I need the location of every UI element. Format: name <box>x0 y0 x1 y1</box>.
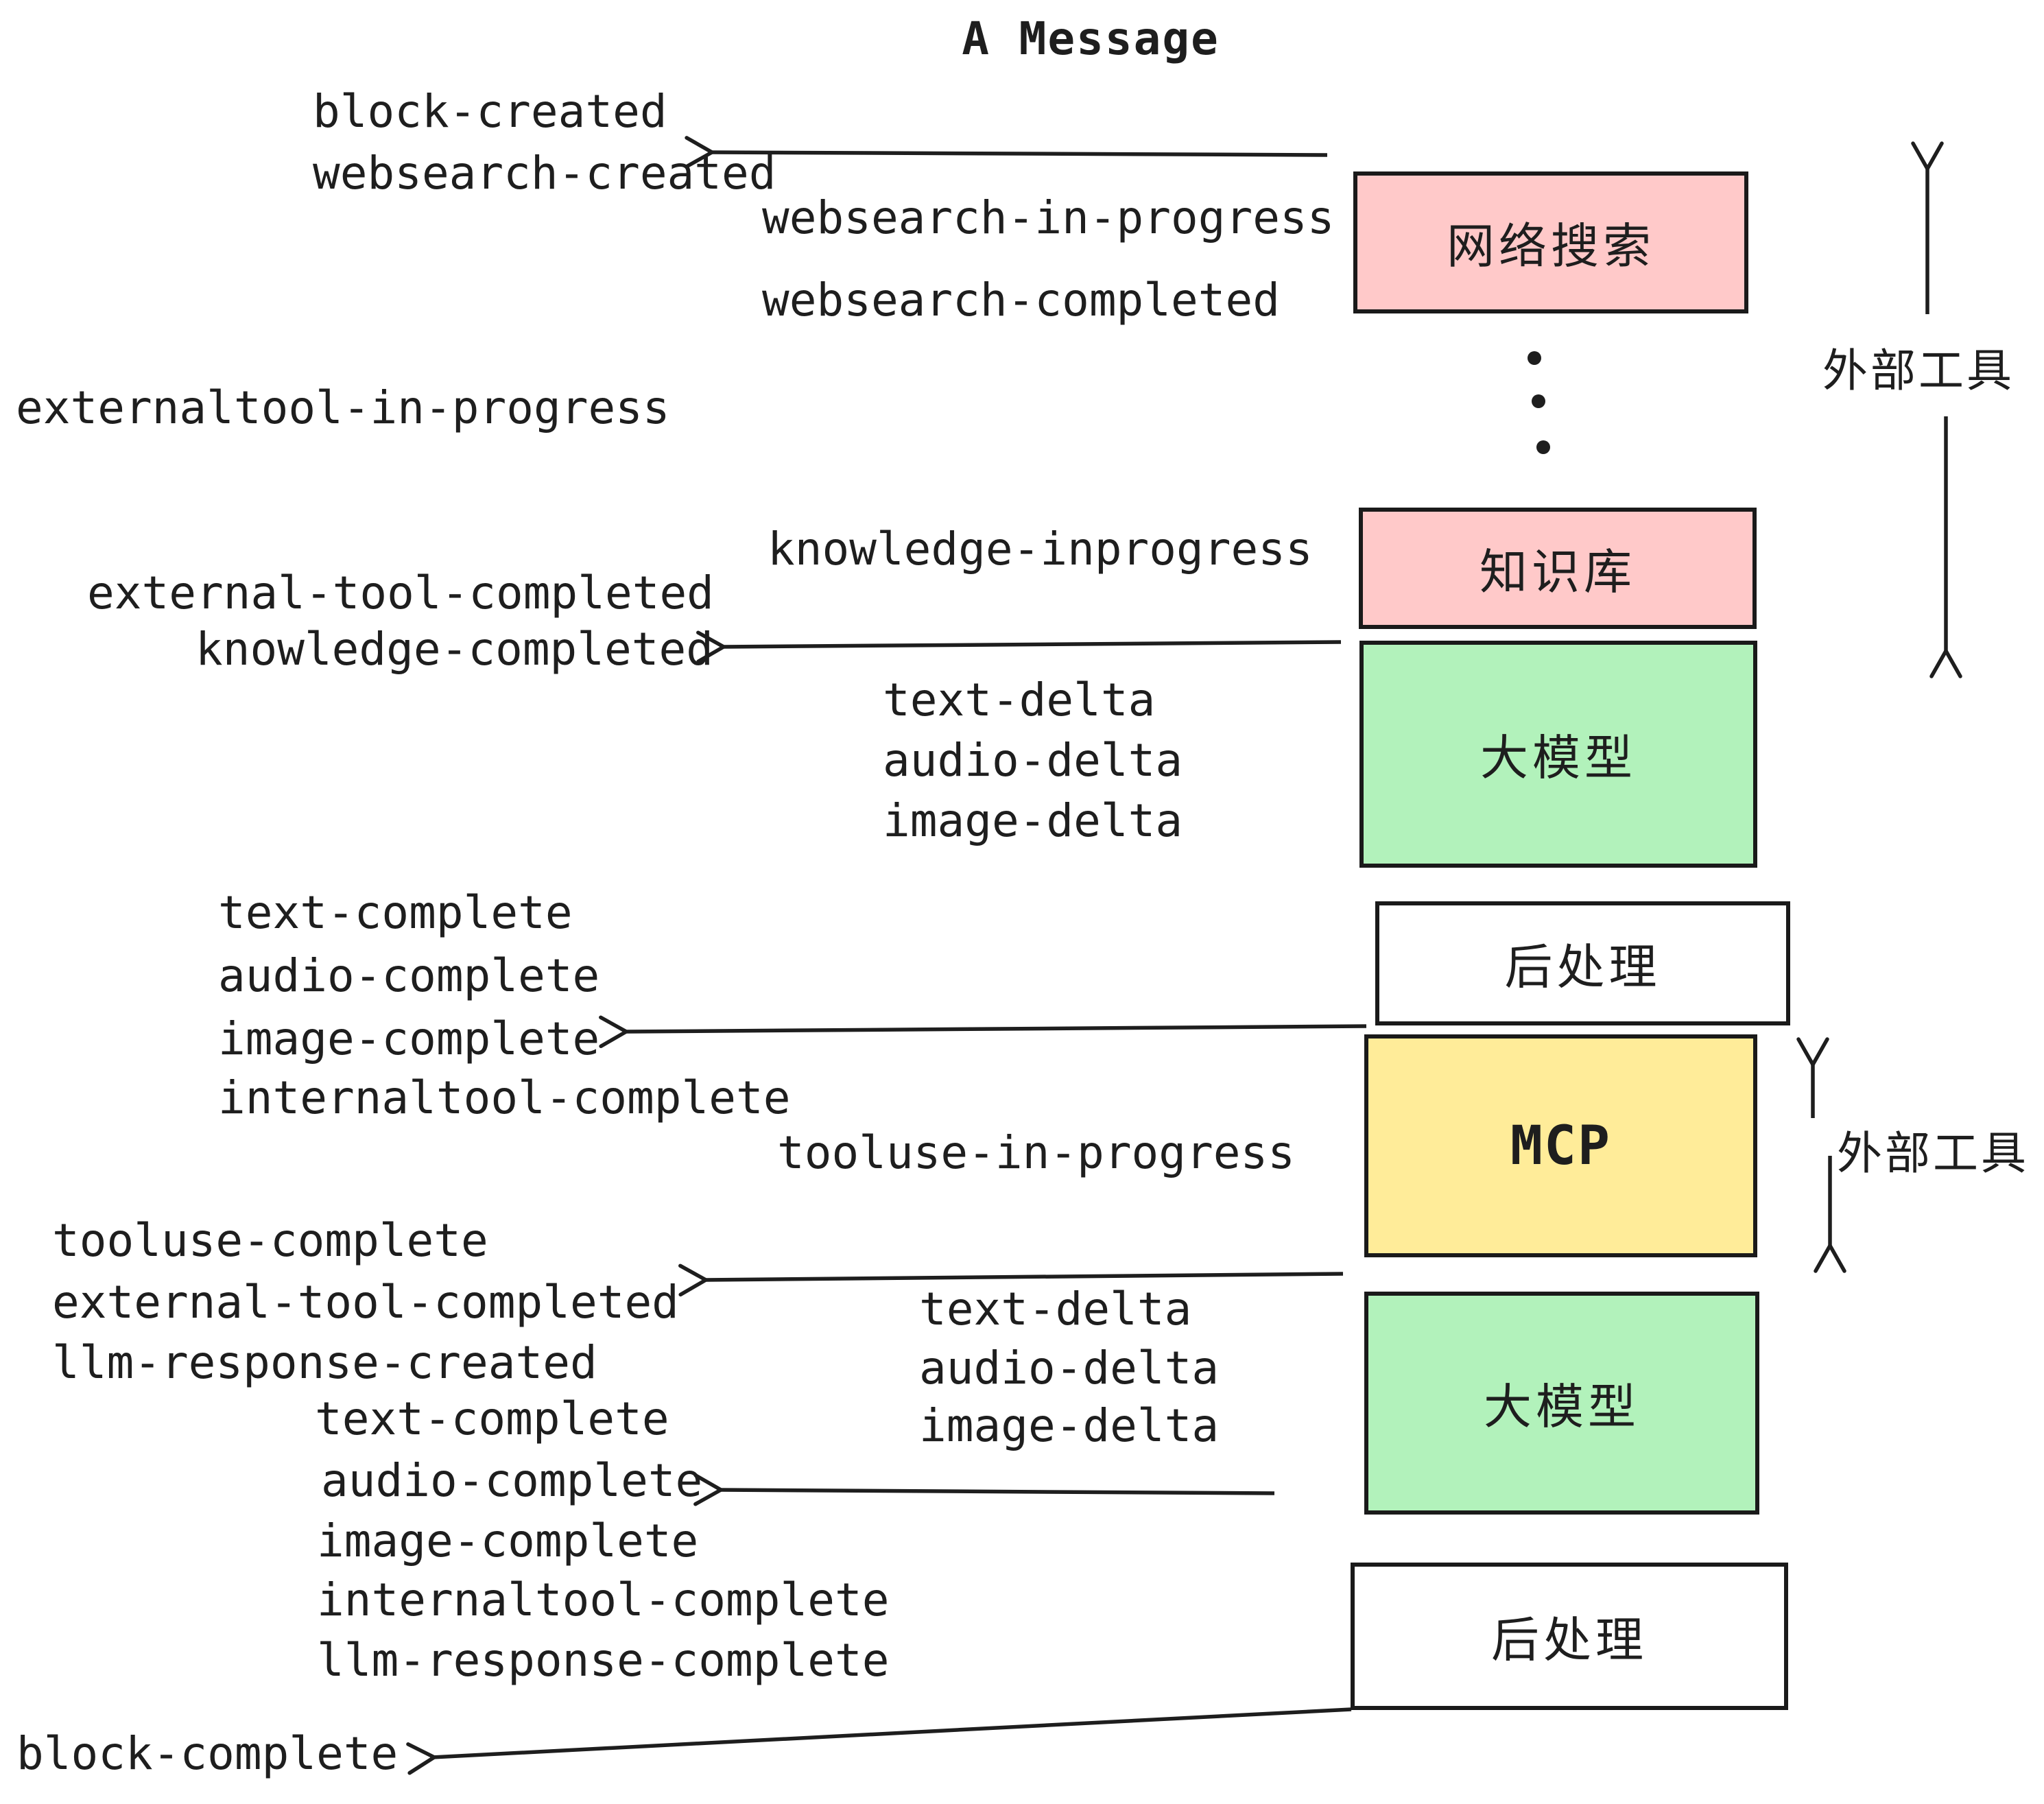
box-llm-1: 大模型 <box>1359 641 1757 868</box>
event-audio-complete-1: audio-complete <box>218 949 600 1002</box>
event-externaltool-in-progress: externaltool-in-progress <box>16 381 670 434</box>
arrow-audio-complete <box>693 1473 1275 1506</box>
event-image-delta-2: image-delta <box>919 1399 1220 1452</box>
event-block-created: block-created <box>313 85 667 138</box>
event-websearch-created: websearch-created <box>313 147 776 200</box>
ellipsis-dot <box>1528 351 1541 365</box>
event-websearch-completed: websearch-completed <box>762 274 1280 327</box>
ellipsis-dot <box>1536 440 1550 454</box>
box-llm-2-label: 大模型 <box>1484 1379 1640 1435</box>
side-label-external-tools-1: 外部工具 <box>1822 344 2015 397</box>
arrow-image-complete <box>599 1015 1367 1049</box>
event-text-delta-2: text-delta <box>919 1283 1192 1336</box>
event-llm-response-created: llm-response-created <box>52 1336 597 1389</box>
box-postprocess-2-label: 后处理 <box>1491 1612 1648 1668</box>
box-llm-1-label: 大模型 <box>1480 730 1637 786</box>
event-tooluse-complete: tooluse-complete <box>52 1214 488 1267</box>
event-audio-delta-2: audio-delta <box>919 1342 1220 1394</box>
event-block-complete: block-complete <box>16 1727 399 1780</box>
event-internaltool-complete-2: internaltool-complete <box>317 1574 890 1626</box>
event-tooluse-in-progress: tooluse-in-progress <box>777 1126 1295 1179</box>
arrow-block-created <box>685 136 1328 169</box>
event-llm-response-complete: llm-response-complete <box>317 1634 890 1687</box>
box-llm-2: 大模型 <box>1364 1292 1759 1515</box>
event-websearch-in-progress: websearch-in-progress <box>762 191 1335 244</box>
box-websearch: 网络搜索 <box>1353 171 1748 313</box>
box-mcp-label: MCP <box>1510 1115 1611 1177</box>
box-websearch-label: 网络搜索 <box>1447 218 1655 274</box>
event-knowledge-inprogress: knowledge-inprogress <box>768 523 1313 575</box>
arrow-tooluse-complete <box>678 1263 1344 1297</box>
ellipsis-dot <box>1532 394 1545 408</box>
box-postprocess-1-label: 后处理 <box>1504 939 1661 995</box>
event-internaltool-complete-1: internaltool-complete <box>218 1071 791 1124</box>
box-postprocess-2: 后处理 <box>1351 1563 1788 1710</box>
event-audio-delta-1: audio-delta <box>883 734 1183 787</box>
event-external-tool-completed-2: external-tool-completed <box>52 1276 679 1329</box>
arrow-knowledge-completed <box>696 630 1342 664</box>
box-postprocess-1: 后处理 <box>1375 901 1790 1025</box>
box-mcp: MCP <box>1364 1034 1757 1257</box>
arrow-block-complete <box>406 1707 1352 1775</box>
event-image-delta-1: image-delta <box>883 794 1183 847</box>
diagram-title: A Message <box>962 12 1220 65</box>
event-external-tool-completed-1: external-tool-completed <box>87 567 714 619</box>
event-knowledge-completed: knowledge-completed <box>195 623 713 676</box>
event-image-complete-1: image-complete <box>218 1012 600 1065</box>
event-text-complete-1: text-complete <box>218 886 573 939</box>
event-text-complete-2: text-complete <box>315 1392 669 1445</box>
event-text-delta-1: text-delta <box>883 674 1156 726</box>
side-label-external-tools-2: 外部工具 <box>1837 1127 2029 1180</box>
event-image-complete-2: image-complete <box>317 1515 699 1567</box>
box-knowledge: 知识库 <box>1359 508 1757 629</box>
event-audio-complete-2: audio-complete <box>321 1454 703 1507</box>
box-knowledge-label: 知识库 <box>1479 544 1636 600</box>
